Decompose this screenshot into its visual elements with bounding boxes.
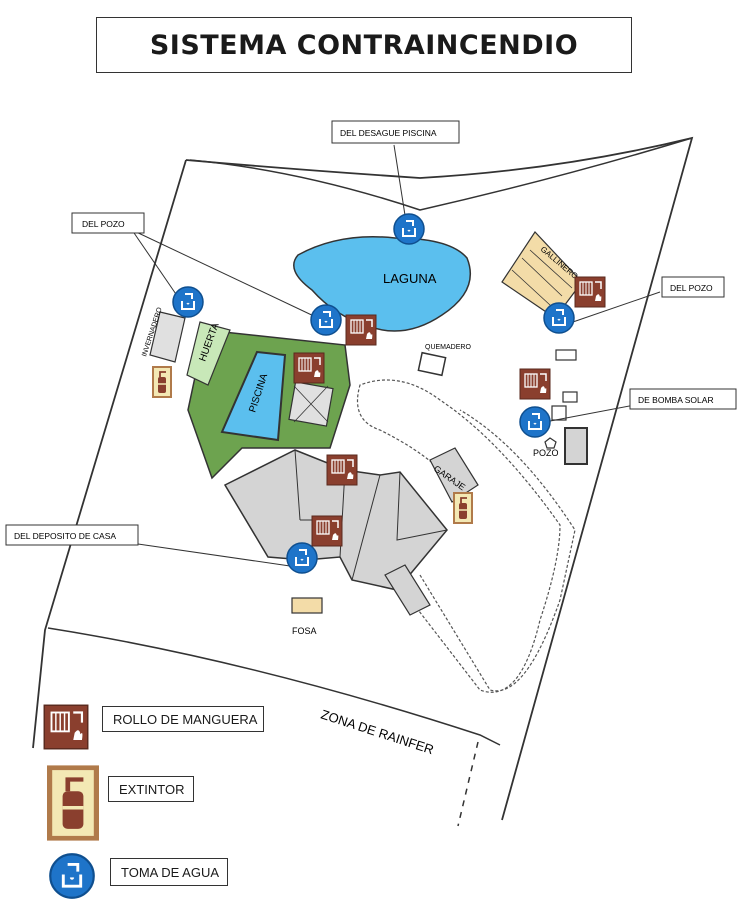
hydrant-icon (286, 542, 318, 574)
hydrant-icon (393, 213, 425, 245)
huerta-area (186, 321, 231, 386)
callout-pozo-left: DEL POZO (82, 219, 125, 229)
solar-panel (564, 427, 588, 465)
callout-pozo-right-box (661, 276, 725, 298)
hose-reel-icon (574, 276, 606, 308)
callout-deposito: DEL DEPOSITO DE CASA (14, 531, 116, 541)
track-outer (356, 379, 561, 693)
legend-extinguisher-icon (50, 768, 97, 839)
hose-reel-icon (345, 314, 377, 346)
hydrant-icon (519, 406, 551, 438)
hose-reel-icon (293, 352, 325, 384)
callout-deposito-box (5, 524, 139, 546)
extinguisher-icon (152, 366, 172, 398)
track-inner (419, 409, 576, 692)
property-boundary (32, 136, 694, 821)
house-wing (384, 564, 431, 616)
callout-pozo-left-box (71, 212, 145, 234)
hydrant-icon (172, 286, 204, 318)
page-title: SISTEMA CONTRAINCENDIO (96, 17, 632, 73)
pozo-marker (544, 437, 557, 449)
north-border (189, 137, 693, 211)
piscina-shape (220, 350, 287, 442)
hydrant-icon (543, 302, 575, 334)
callout-bomba: DE BOMBA SOLAR (638, 395, 714, 405)
small-structure-3 (551, 405, 567, 421)
drive-dashes (457, 741, 479, 827)
laguna-shape (293, 236, 472, 332)
small-structure-1 (555, 349, 577, 361)
quemadero-shape (417, 351, 447, 377)
legend-extinguisher-label: EXTINTOR (108, 776, 194, 802)
hose-reel-icon (326, 454, 358, 486)
fosa-shape (291, 597, 323, 614)
legend-hose-label: ROLLO DE MANGUERA (102, 706, 264, 732)
label-pozo: POZO (533, 448, 559, 458)
callout-bomba-box (629, 388, 737, 410)
callout-pozo-right: DEL POZO (670, 283, 713, 293)
hose-reel-icon (311, 515, 343, 547)
label-laguna: LAGUNA (383, 271, 437, 286)
rainfer-boundary (47, 627, 501, 746)
legend-water-icon (48, 852, 96, 900)
hydrant-icon (310, 304, 342, 336)
small-structure-2 (562, 391, 578, 403)
callout-desague: DEL DESAGUE PISCINA (340, 128, 437, 138)
legend-water-label: TOMA DE AGUA (110, 858, 228, 886)
extinguisher-icon (453, 492, 473, 524)
legend-hose-icon (43, 704, 89, 750)
label-quemadero: QUEMADERO (425, 344, 471, 351)
hose-reel-icon (519, 368, 551, 400)
callout-desague-box (331, 120, 460, 144)
label-zona-rainfer: ZONA DE RAINFER (319, 707, 436, 758)
garaje-shape (429, 447, 479, 503)
label-fosa: FOSA (292, 626, 317, 636)
invernadero-shape (149, 311, 186, 363)
